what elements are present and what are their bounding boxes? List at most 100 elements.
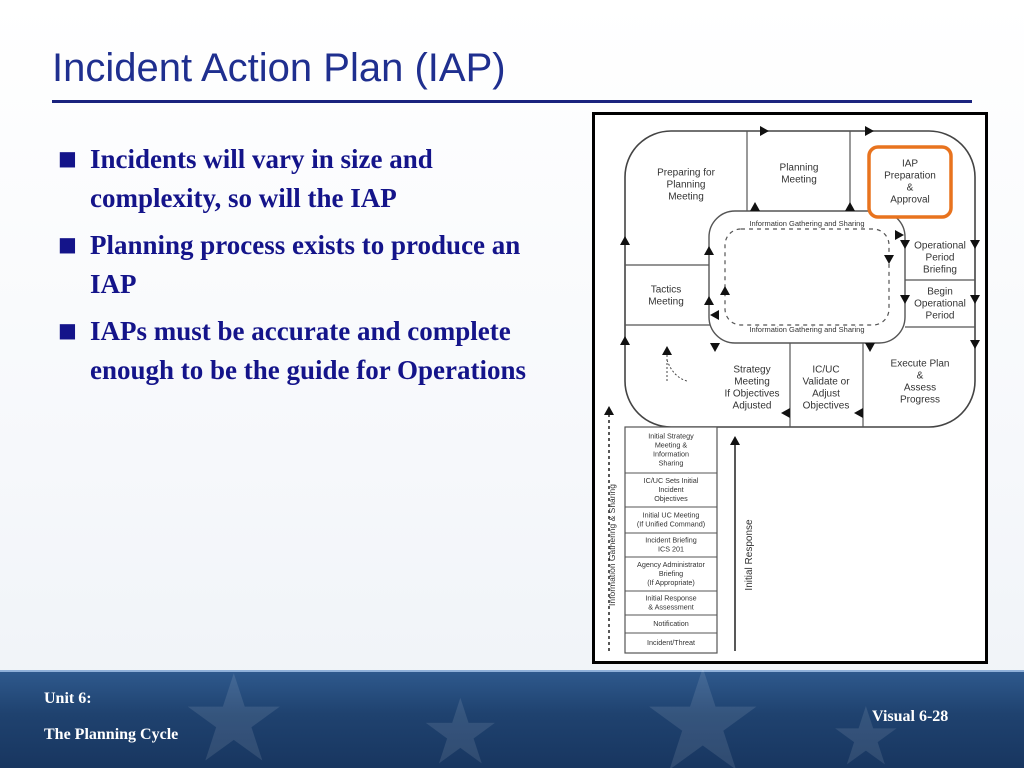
- bullet-list: ■ Incidents will vary in size and complex…: [58, 140, 528, 398]
- arrow-icon: [895, 230, 904, 240]
- initial-uc-meeting-label: (If Unified Command): [637, 519, 705, 528]
- square-bullet-icon: ■: [58, 146, 77, 170]
- bullet-item: ■ IAPs must be accurate and complete enou…: [58, 312, 528, 390]
- begin-operational-label: Operational: [914, 299, 966, 310]
- initial-strategy-label: Sharing: [659, 458, 684, 467]
- execute-plan-label: Assess: [904, 383, 936, 394]
- preparing-for-planning-label: Meeting: [668, 192, 704, 203]
- icuc-sets-objectives-label: Incident: [658, 485, 683, 494]
- iap-preparation-label: Preparation: [884, 171, 936, 182]
- initial-response-label: & Assessment: [648, 602, 694, 611]
- inner-arrow-icon: [720, 286, 730, 295]
- arrow-icon: [604, 406, 614, 415]
- tactics-meeting-label: Tactics: [651, 285, 682, 296]
- arrow-icon: [662, 346, 672, 355]
- info-gathering-side-label: Information Gathering & Sharing: [607, 484, 617, 606]
- arrow-icon: [704, 246, 714, 255]
- incident-briefing-label: Incident Briefing: [645, 535, 697, 544]
- preparing-for-planning-label: Preparing for: [657, 168, 715, 179]
- footer-divider: [0, 670, 1024, 672]
- planning-p-diagram-svg: Information Gathering and SharingInforma…: [604, 126, 980, 654]
- planning-meeting-label: Meeting: [781, 175, 817, 186]
- strategy-meeting-label: Meeting: [734, 377, 770, 388]
- decorative-star-icon: ★: [640, 670, 766, 768]
- initial-uc-meeting-label: Initial UC Meeting: [643, 510, 700, 519]
- inner-cycle-loop: [708, 210, 906, 344]
- execute-plan-label: &: [917, 371, 924, 382]
- inner-loop-label-top: Information Gathering and Sharing: [749, 219, 864, 228]
- arrow-icon: [760, 126, 769, 136]
- arrow-icon: [900, 295, 910, 304]
- footer-visual-number: Visual 6-28: [872, 708, 949, 725]
- square-bullet-icon: ■: [58, 232, 77, 256]
- arrow-icon: [900, 240, 910, 249]
- bullet-text: Incidents will vary in size and complexi…: [90, 144, 433, 213]
- stem-connector: [666, 355, 688, 383]
- inner-arrow-icon: [884, 255, 894, 264]
- arrow-icon: [970, 340, 980, 349]
- square-bullet-icon: ■: [58, 318, 77, 342]
- iap-preparation-label: &: [907, 183, 914, 194]
- icuc-sets-objectives-label: Objectives: [654, 494, 688, 503]
- bullet-text: Planning process exists to produce an IA…: [90, 230, 521, 299]
- arrow-icon: [970, 240, 980, 249]
- decorative-star-icon: ★: [420, 680, 501, 768]
- arrow-icon: [704, 296, 714, 305]
- initial-response-label: Initial Response: [645, 593, 696, 602]
- slide-title: Incident Action Plan (IAP): [52, 46, 506, 90]
- icuc-validate-label: Adjust: [812, 389, 840, 400]
- arrow-icon: [710, 343, 720, 352]
- strategy-meeting-label: Adjusted: [733, 401, 772, 412]
- operational-briefing-label: Period: [926, 253, 955, 264]
- arrow-icon: [865, 126, 874, 136]
- iap-preparation-label: IAP: [902, 159, 918, 170]
- strategy-meeting-label: Strategy: [733, 365, 770, 376]
- arrow-icon: [750, 202, 760, 211]
- iap-preparation-label: Approval: [890, 195, 929, 206]
- agency-admin-briefing-label: (If Appropriate): [647, 578, 695, 587]
- arrow-icon: [730, 436, 740, 445]
- icuc-validate-label: Validate or: [802, 377, 850, 388]
- title-underline: [52, 100, 972, 103]
- footer-bar: ★ ★ ★ ★ Unit 6: The Planning Cycle Visua…: [0, 670, 1024, 768]
- arrow-icon: [970, 295, 980, 304]
- arrow-icon: [845, 202, 855, 211]
- begin-operational-label: Begin: [927, 287, 953, 298]
- begin-operational-label: Period: [926, 311, 955, 322]
- arrow-icon: [620, 336, 630, 345]
- bullet-item: ■ Planning process exists to produce an I…: [58, 226, 528, 304]
- arrow-icon: [854, 408, 863, 418]
- operational-briefing-label: Operational: [914, 241, 966, 252]
- decorative-star-icon: ★: [830, 690, 902, 768]
- execute-plan-label: Progress: [900, 395, 940, 406]
- initial-strategy-label: Initial Strategy: [648, 431, 694, 440]
- initial-strategy-label: Meeting &: [655, 440, 688, 449]
- strategy-meeting-label: If Objectives: [724, 389, 779, 400]
- initial-response-side-label: Initial Response: [744, 519, 755, 591]
- operational-briefing-label: Briefing: [923, 265, 957, 276]
- execute-plan-label: Execute Plan: [891, 359, 950, 370]
- preparing-for-planning-label: Planning: [667, 180, 706, 191]
- arrow-icon: [710, 310, 719, 320]
- footer-unit: Unit 6:: [44, 690, 92, 707]
- incident-briefing-label: ICS 201: [658, 544, 684, 553]
- notification-label: Notification: [653, 619, 689, 628]
- icuc-validate-label: IC/UC: [812, 365, 839, 376]
- initial-strategy-label: Information: [653, 449, 689, 458]
- incident-threat-label: Incident/Threat: [647, 638, 695, 647]
- tactics-meeting-label: Meeting: [648, 297, 684, 308]
- bullet-item: ■ Incidents will vary in size and complex…: [58, 140, 528, 218]
- inner-loop-label-bottom: Information Gathering and Sharing: [749, 325, 864, 334]
- iap-highlight-box: [867, 145, 953, 219]
- arrow-icon: [620, 236, 630, 245]
- arrow-icon: [865, 343, 875, 352]
- icuc-sets-objectives-label: IC/UC Sets Initial: [644, 476, 699, 485]
- arrow-icon: [781, 408, 790, 418]
- agency-admin-briefing-label: Agency Administrator: [637, 560, 706, 569]
- bullet-text: IAPs must be accurate and complete enoug…: [90, 316, 527, 385]
- planning-meeting-label: Planning: [780, 163, 819, 174]
- inner-dashed-loop: [724, 228, 890, 326]
- agency-admin-briefing-label: Briefing: [659, 569, 683, 578]
- decorative-star-icon: ★: [180, 670, 288, 768]
